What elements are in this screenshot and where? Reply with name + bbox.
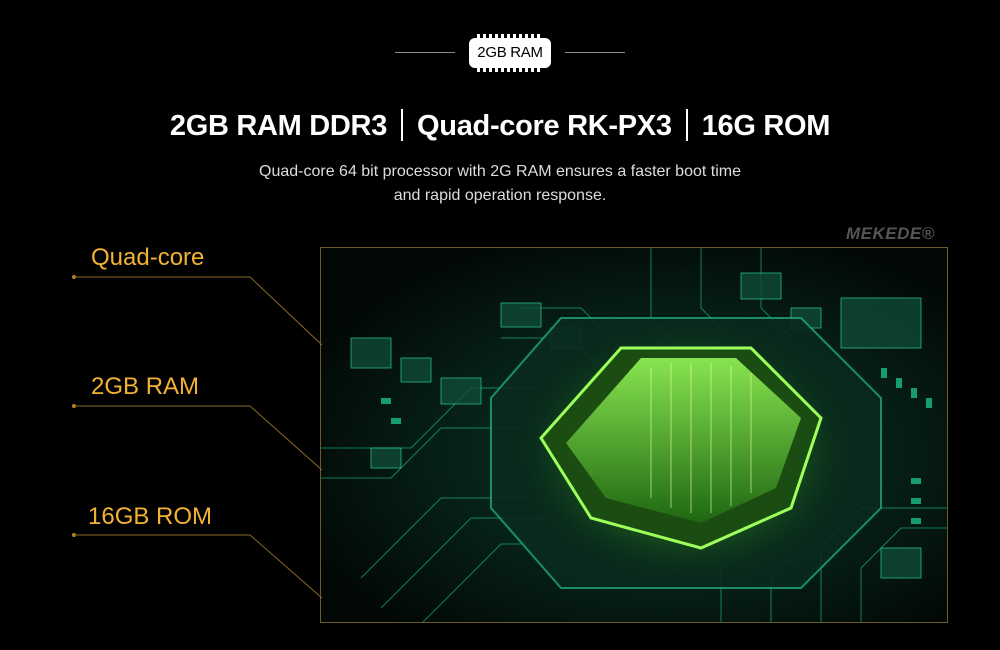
- circuit-board-image: [320, 247, 948, 623]
- brand-logo: MEKEDE®: [846, 224, 935, 243]
- spec-label-quad-core: Quad-core: [91, 244, 205, 271]
- callout-dot: [72, 404, 76, 408]
- callout-dot: [72, 275, 76, 279]
- headline-rom: 16G ROM: [701, 110, 831, 142]
- headline-separator: [401, 109, 404, 142]
- description-line-1: Quad-core 64 bit processor with 2G RAM e…: [259, 163, 741, 180]
- headline-separator: [685, 109, 688, 142]
- page-headline: 2GB RAM DDR3 Quad-core RK-PX3 16G ROM: [0, 109, 1000, 143]
- ram-chip-badge: 2GB RAM: [469, 34, 551, 72]
- badge-divider-right: [565, 52, 625, 53]
- description-line-2: and rapid operation response.: [393, 187, 607, 204]
- description: Quad-core 64 bit processor with 2G RAM e…: [0, 160, 1000, 208]
- headline-ram: 2GB RAM DDR3: [169, 110, 388, 142]
- badge-divider-left: [395, 52, 455, 53]
- spec-label-rom: 16GB ROM: [88, 503, 213, 530]
- spec-label-ram: 2GB RAM: [91, 373, 200, 400]
- circuit-illustration: [321, 248, 947, 622]
- callout-dot: [72, 533, 76, 537]
- headline-cpu: Quad-core RK-PX3: [417, 110, 672, 142]
- title-badge-group: 2GB RAM: [395, 34, 625, 72]
